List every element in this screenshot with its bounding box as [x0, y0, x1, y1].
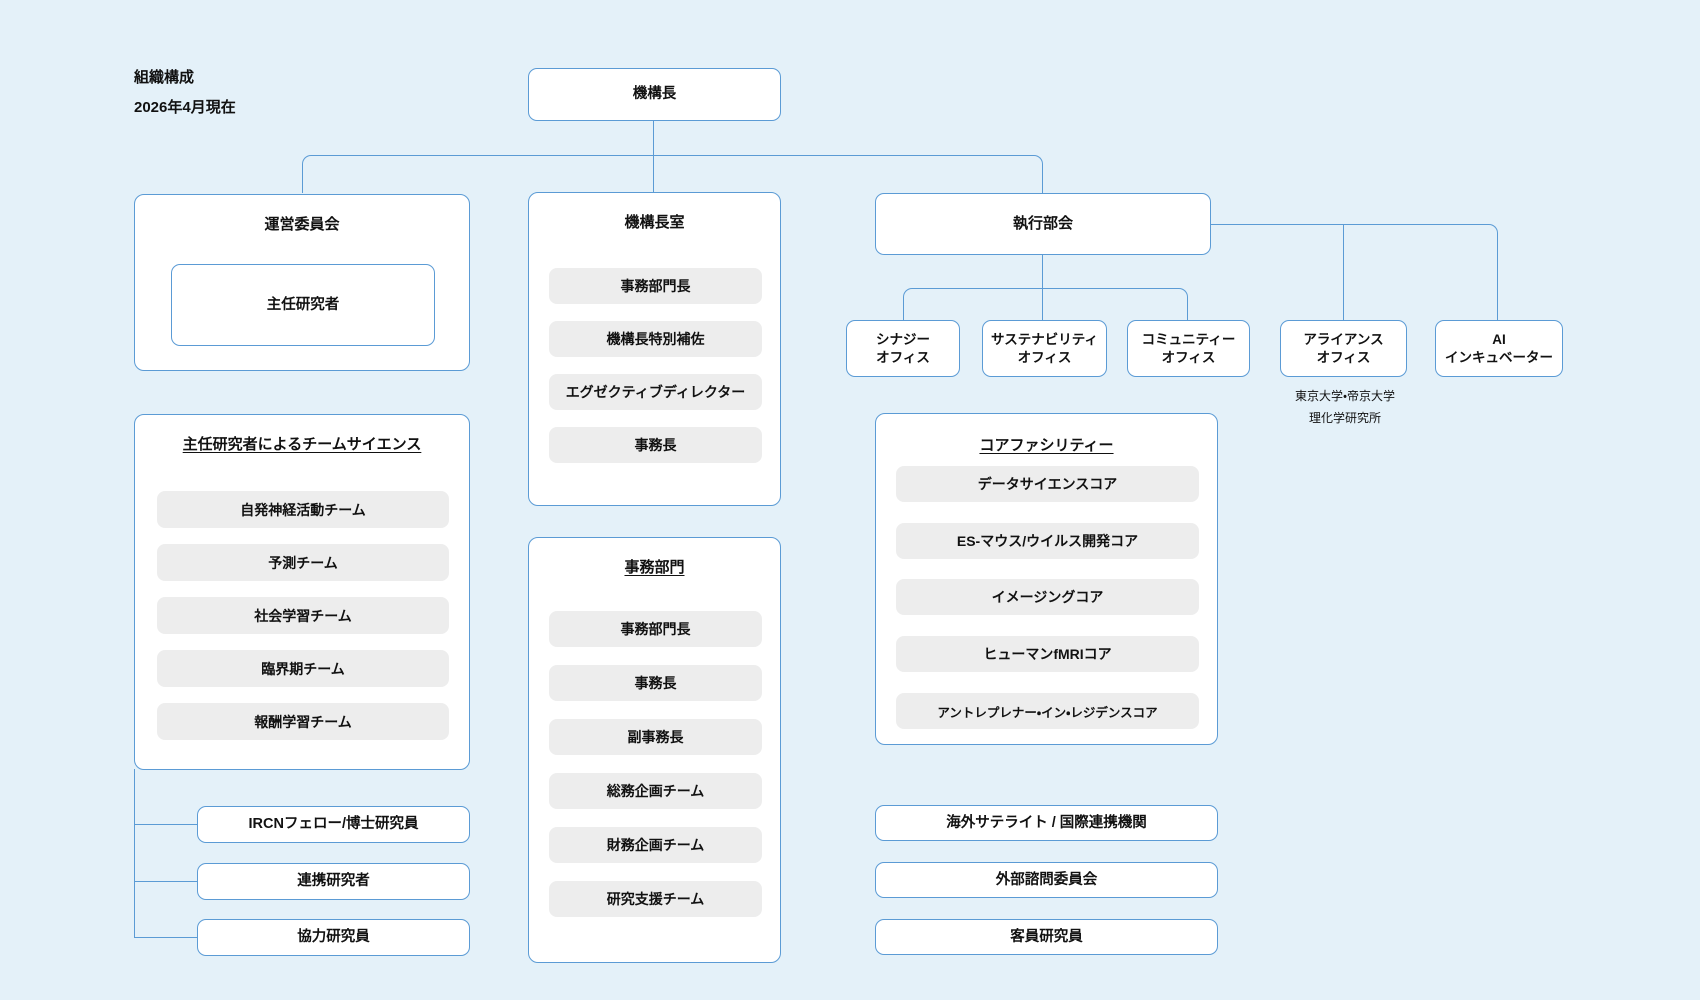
office-label: サステナビリティ オフィス: [991, 331, 1098, 366]
core-facility-box: コアファシリティー データサイエンスコア ES-マウス/ウイルス開発コア イメー…: [875, 413, 1218, 745]
admin-item: 財務企画チーム: [549, 827, 762, 863]
executive-board-label: 執行部会: [1012, 215, 1073, 233]
directors-office-item: 機構長特別補佐: [549, 321, 762, 357]
office-label: AI インキュベーター: [1445, 331, 1553, 366]
office-label-line1: AI: [1492, 331, 1506, 347]
directors-office-box: 機構長室 事務部門長 機構長特別補佐 エグゼクティブディレクター 事務長: [528, 192, 781, 506]
researcher-box-affiliated: 連携研究者: [197, 863, 470, 900]
admin-item: 副事務長: [549, 719, 762, 755]
page-title: 組織構成 2026年4月現在: [134, 63, 236, 123]
connector-researcher-stub-2: [134, 881, 197, 882]
office-box-sustainability: サステナビリティ オフィス: [982, 320, 1107, 377]
office-label-line2: オフィス: [1017, 349, 1072, 365]
principal-investigators-box: 主任研究者: [171, 264, 435, 346]
principal-investigators-label: 主任研究者: [266, 296, 340, 313]
team-item: 予測チーム: [157, 544, 449, 581]
office-label: コミュニティー オフィス: [1142, 331, 1236, 366]
office-label-line2: オフィス: [1316, 349, 1371, 365]
office-label-line2: オフィス: [1161, 349, 1216, 365]
page-title-line1: 組織構成: [134, 69, 195, 86]
external-box-satellites: 海外サテライト / 国際連携機関: [875, 805, 1218, 841]
connector-top-rail: [302, 155, 1043, 193]
office-label-line1: サステナビリティ: [991, 331, 1098, 347]
directors-office-item: 事務長: [549, 427, 762, 463]
office-box-alliance: アライアンス オフィス: [1280, 320, 1407, 377]
steering-committee-box: 運営委員会 主任研究者: [134, 194, 470, 371]
directors-office-title: 機構長室: [624, 214, 685, 231]
admin-item: 事務部門長: [549, 611, 762, 647]
researcher-box-fellows: IRCNフェロー/博士研究員: [197, 806, 470, 843]
connector-researcher-stub-3: [134, 937, 197, 938]
core-item: イメージングコア: [896, 579, 1199, 615]
external-box-advisory: 外部諮問委員会: [875, 862, 1218, 898]
external-box-visiting: 客員研究員: [875, 919, 1218, 955]
directors-office-item: エグゼクティブディレクター: [549, 374, 762, 410]
office-box-community: コミュニティー オフィス: [1127, 320, 1250, 377]
core-item: データサイエンスコア: [896, 466, 1199, 502]
core-item: ES-マウス/ウイルス開発コア: [896, 523, 1199, 559]
team-item: 臨界期チーム: [157, 650, 449, 687]
admin-division-title: 事務部門: [624, 559, 685, 576]
external-label: 客員研究員: [1010, 928, 1083, 945]
office-label: シナジー オフィス: [876, 331, 930, 366]
alliance-note-line2: 理化学研究所: [1308, 411, 1381, 425]
page-title-line2: 2026年4月現在: [134, 99, 236, 116]
researcher-box-cooperating: 協力研究員: [197, 919, 470, 956]
office-label-line2: オフィス: [876, 349, 930, 365]
admin-item: 事務長: [549, 665, 762, 701]
core-item: ヒューマンfMRIコア: [896, 636, 1199, 672]
researcher-label: 連携研究者: [297, 873, 370, 890]
researcher-label: IRCNフェロー/博士研究員: [248, 816, 419, 833]
external-label: 外部諮問委員会: [995, 871, 1098, 888]
steering-committee-title: 運営委員会: [264, 216, 340, 233]
connector-left-spine: [134, 769, 135, 938]
office-label: アライアンス オフィス: [1303, 331, 1383, 366]
office-label-line1: アライアンス: [1303, 331, 1384, 347]
director-box: 機構長: [528, 68, 781, 121]
office-label-line2: インキュベーター: [1445, 349, 1553, 365]
connector-alliance-drop: [1343, 224, 1344, 320]
executive-board-box: 執行部会: [875, 193, 1211, 255]
team-science-box: 主任研究者によるチームサイエンス 自発神経活動チーム 予測チーム 社会学習チーム…: [134, 414, 470, 770]
connector-root-vertical: [653, 121, 654, 192]
admin-item: 総務企画チーム: [549, 773, 762, 809]
office-label-line1: コミュニティー: [1141, 331, 1236, 347]
director-label: 機構長: [632, 86, 677, 103]
alliance-office-note: 東京大学・帝京大学 理化学研究所: [1270, 385, 1420, 429]
core-item: アントレプレナー・イン・レジデンスコア: [896, 693, 1199, 729]
connector-right-branch: [1211, 224, 1498, 320]
researcher-label: 協力研究員: [297, 929, 370, 946]
office-box-synergy: シナジー オフィス: [846, 320, 960, 377]
connector-researcher-stub-1: [134, 824, 197, 825]
team-science-title: 主任研究者によるチームサイエンス: [182, 436, 422, 453]
admin-item: 研究支援チーム: [549, 881, 762, 917]
connector-office-bracket: [903, 288, 1188, 321]
team-item: 社会学習チーム: [157, 597, 449, 634]
admin-division-box: 事務部門 事務部門長 事務長 副事務長 総務企画チーム 財務企画チーム 研究支援…: [528, 537, 781, 963]
office-box-ai-incubator: AI インキュベーター: [1435, 320, 1563, 377]
external-label: 海外サテライト / 国際連携機関: [946, 814, 1147, 831]
team-item: 自発神経活動チーム: [157, 491, 449, 528]
core-facility-title: コアファシリティー: [979, 437, 1114, 454]
directors-office-item: 事務部門長: [549, 268, 762, 304]
office-label-line1: シナジー: [876, 331, 930, 347]
team-item: 報酬学習チーム: [157, 703, 449, 740]
alliance-note-line1: 東京大学・帝京大学: [1294, 389, 1396, 403]
